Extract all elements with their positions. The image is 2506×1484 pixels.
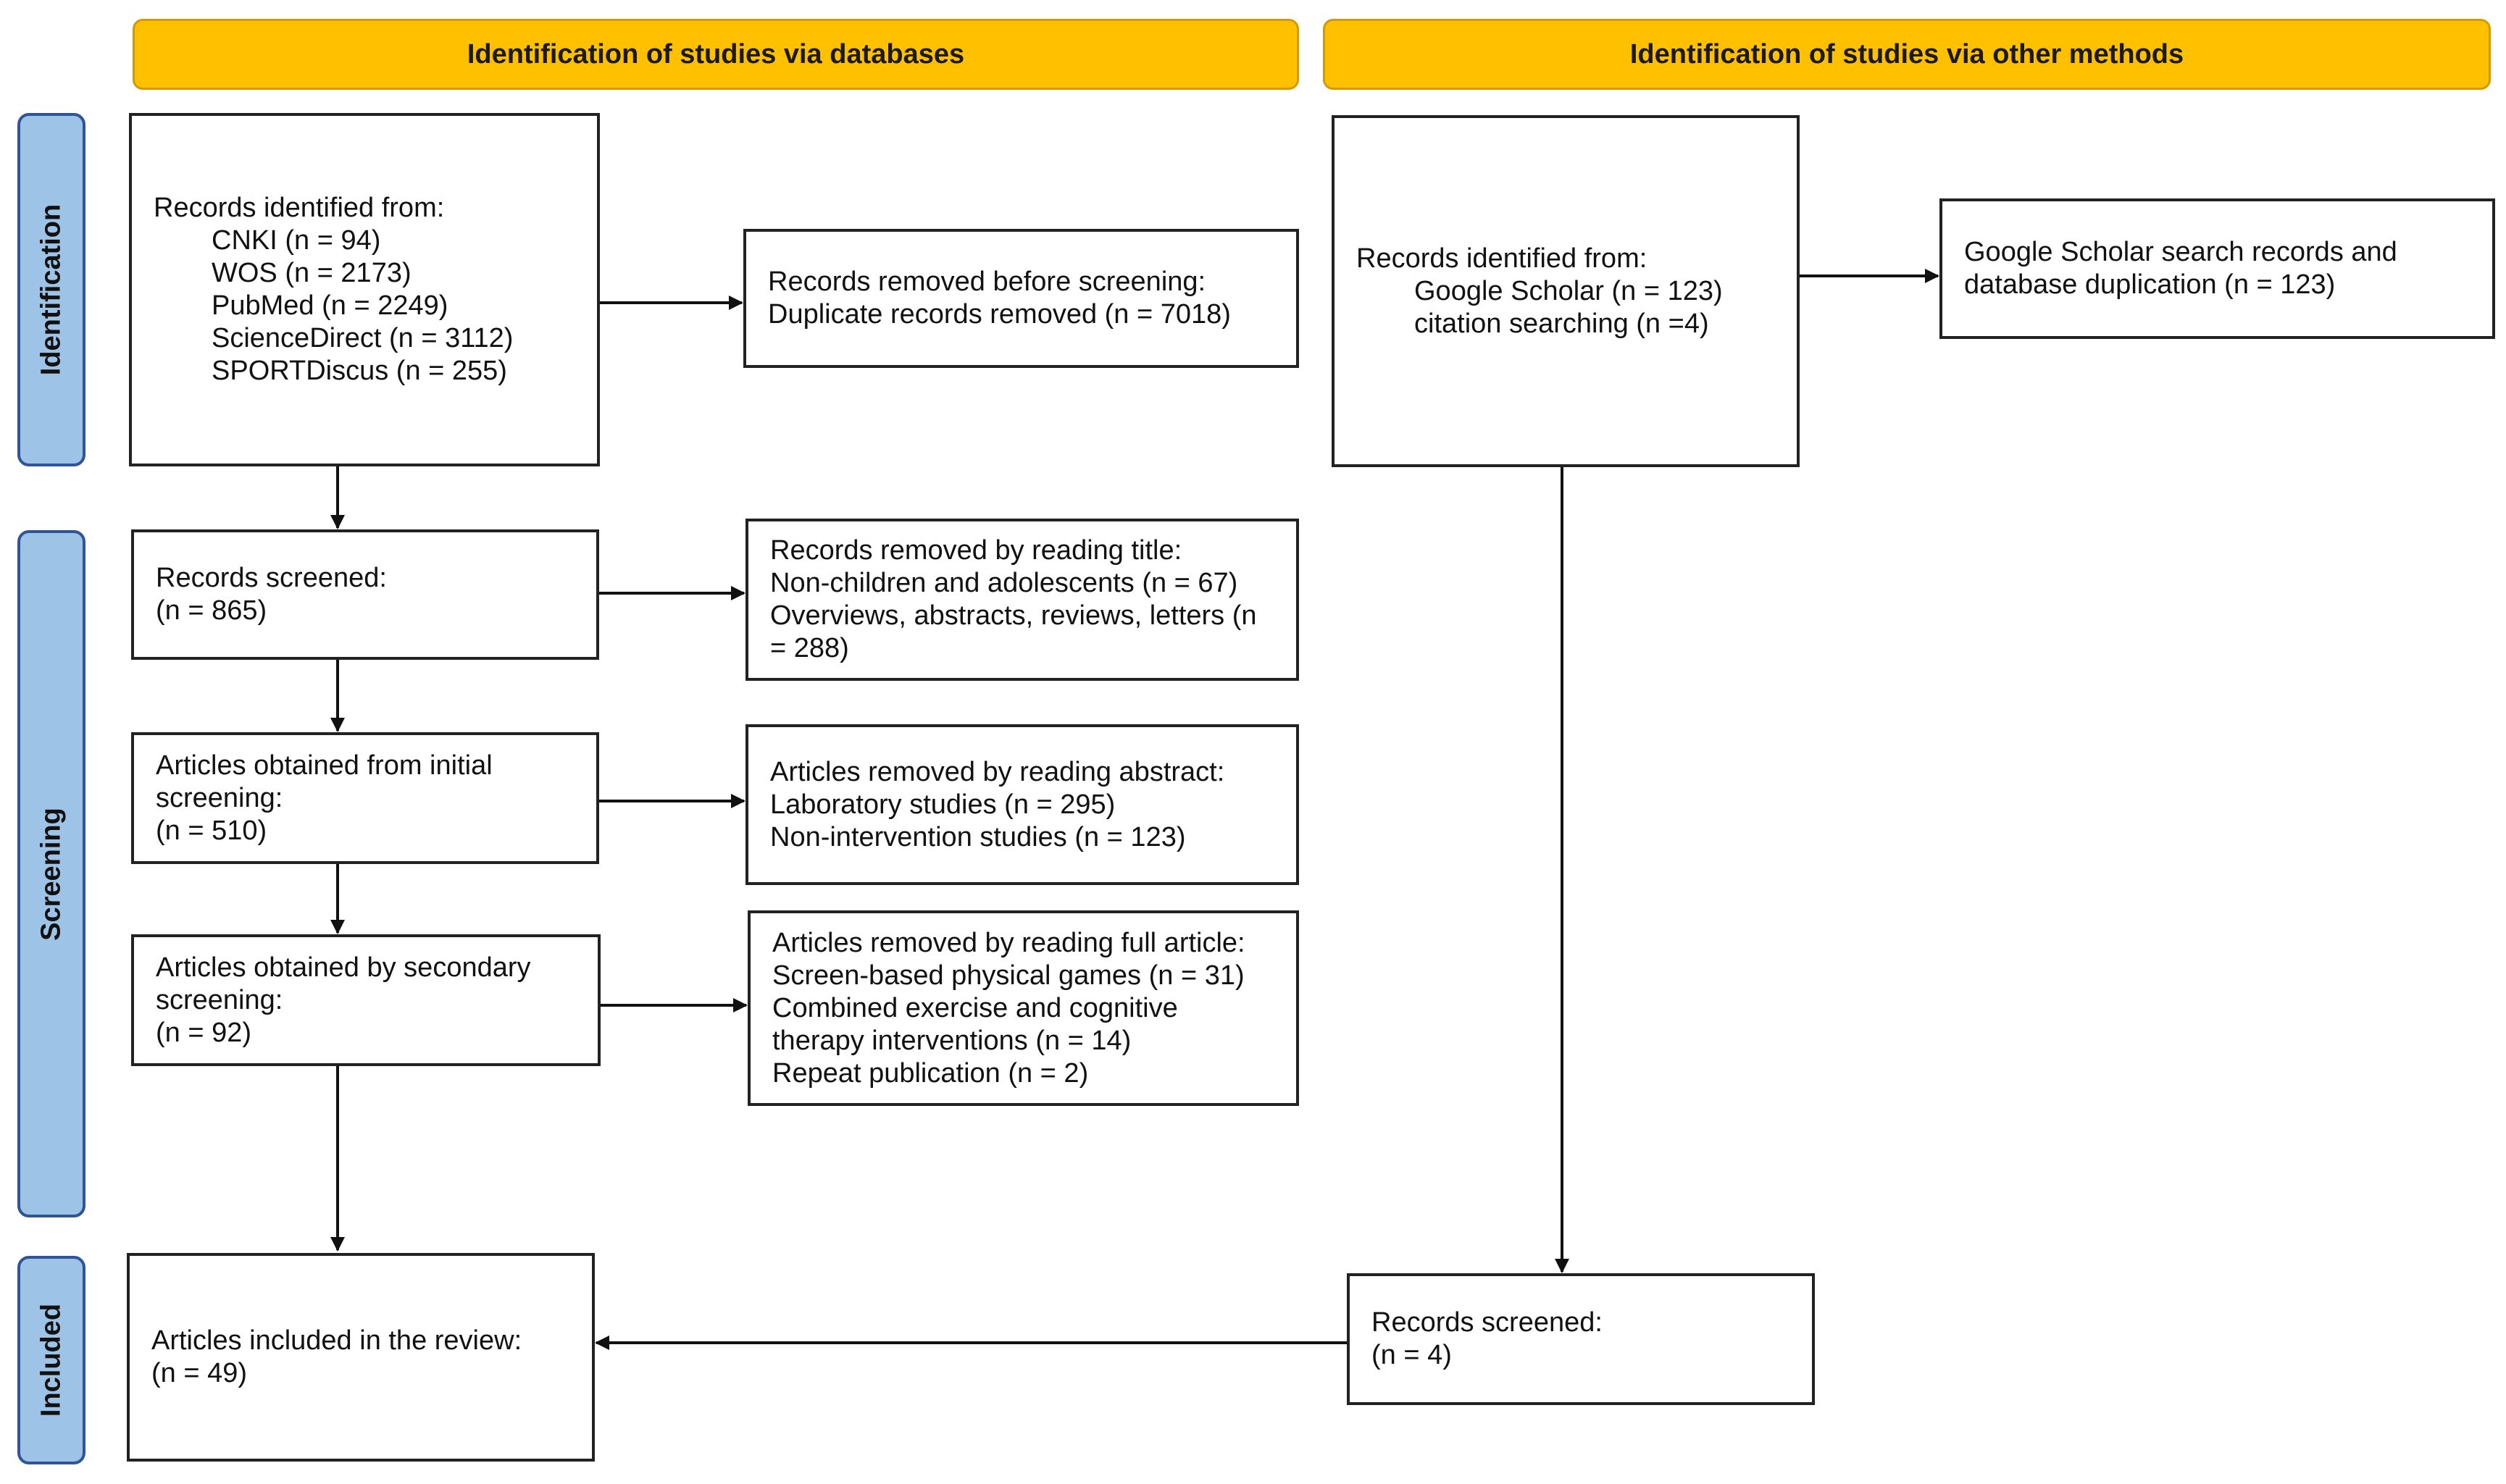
- removed-full-therapy: therapy interventions (n = 14): [772, 1025, 1132, 1056]
- removed-full-screen-games: Screen-based physical games (n = 31): [772, 960, 1245, 991]
- header-databases-label: Identification of studies via databases: [467, 38, 965, 70]
- db-removed-before-screening-box: Records removed before screening: Duplic…: [743, 229, 1299, 368]
- included-count: (n = 49): [151, 1358, 248, 1388]
- db-secondary-screening-box: Articles obtained by secondary screening…: [131, 934, 601, 1066]
- db-removed-abstract-box: Articles removed by reading abstract: La…: [745, 724, 1299, 885]
- removed-abstract-heading: Articles removed by reading abstract:: [770, 756, 1225, 787]
- removed-full-repeat: Repeat publication (n = 2): [772, 1057, 1089, 1089]
- db-records-screened-box: Records screened: (n = 865): [131, 529, 599, 660]
- other-removed-line1: Google Scholar search records and: [1964, 237, 2397, 267]
- db-source-pubmed: PubMed (n = 2249): [212, 290, 448, 321]
- initial-line1: Articles obtained from initial: [156, 750, 493, 781]
- secondary-line1: Articles obtained by secondary: [156, 952, 531, 983]
- other-records-screened-box: Records screened: (n = 4): [1347, 1273, 1815, 1405]
- db-removed-title-box: Records removed by reading title: Non-ch…: [745, 519, 1299, 681]
- stage-screening: Screening: [17, 530, 85, 1217]
- db-source-cnki: CNKI (n = 94): [212, 225, 381, 256]
- db-initial-screening-box: Articles obtained from initial screening…: [131, 732, 599, 864]
- db-records-identified-box: Records identified from: CNKI (n = 94) W…: [129, 113, 600, 466]
- db-source-sciencedirect: ScienceDirect (n = 3112): [212, 323, 514, 353]
- db-identified-title: Records identified from:: [154, 193, 445, 223]
- stage-identification: Identification: [17, 113, 85, 466]
- included-title: Articles included in the review:: [151, 1325, 522, 1356]
- initial-line2: screening:: [156, 782, 283, 813]
- header-other-methods: Identification of studies via other meth…: [1323, 19, 2491, 90]
- other-screened-count: (n = 4): [1371, 1340, 1452, 1370]
- removed-abstract-laboratory: Laboratory studies (n = 295): [770, 789, 1116, 820]
- header-databases: Identification of studies via databases: [133, 19, 1299, 90]
- removed-title-non-children: Non-children and adolescents (n = 67): [770, 568, 1238, 598]
- other-source-google-scholar: Google Scholar (n = 123): [1414, 275, 1723, 306]
- other-identified-title: Records identified from:: [1356, 243, 1647, 274]
- other-screened-title: Records screened:: [1371, 1307, 1603, 1338]
- removed-before-title: Records removed before screening:: [768, 267, 1206, 297]
- stage-included: Included: [17, 1256, 85, 1464]
- db-source-wos: WOS (n = 2173): [212, 258, 412, 288]
- removed-title-heading: Records removed by reading title:: [770, 535, 1182, 566]
- removed-full-heading: Articles removed by reading full article…: [772, 927, 1245, 958]
- db-included-box: Articles included in the review: (n = 49…: [127, 1253, 595, 1462]
- header-other-label: Identification of studies via other meth…: [1629, 38, 2184, 70]
- removed-before-duplicates: Duplicate records removed (n = 7018): [768, 299, 1231, 330]
- removed-full-combined: Combined exercise and cognitive: [772, 992, 1178, 1023]
- other-source-citation: citation searching (n =4): [1414, 308, 1709, 339]
- secondary-line2: screening:: [156, 984, 283, 1015]
- secondary-count: (n = 92): [156, 1017, 252, 1048]
- other-removed-line2: database duplication (n = 123): [1964, 269, 2336, 300]
- other-removed-box: Google Scholar search records and databa…: [1939, 198, 2495, 339]
- other-records-identified-box: Records identified from: Google Scholar …: [1332, 115, 1800, 467]
- db-source-sportdiscus: SPORTDiscus (n = 255): [212, 356, 507, 386]
- initial-count: (n = 510): [156, 815, 267, 846]
- db-screened-title: Records screened:: [156, 563, 387, 593]
- removed-abstract-non-intervention: Non-intervention studies (n = 123): [770, 821, 1186, 852]
- removed-title-overviews-count: = 288): [770, 633, 849, 663]
- removed-title-overviews: Overviews, abstracts, reviews, letters (…: [770, 600, 1257, 631]
- db-removed-full-article-box: Articles removed by reading full article…: [748, 910, 1299, 1106]
- db-screened-count: (n = 865): [156, 595, 267, 626]
